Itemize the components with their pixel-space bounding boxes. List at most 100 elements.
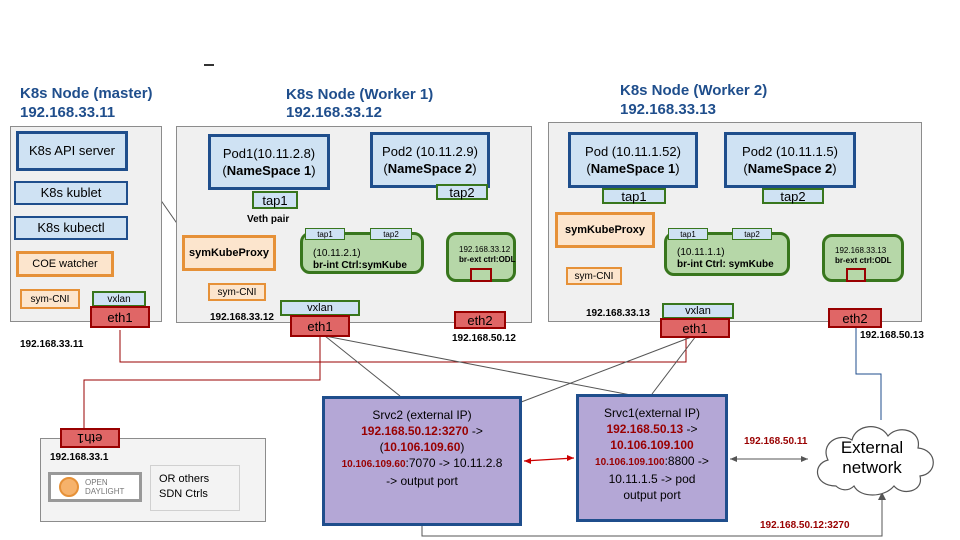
srvc2-output: -> output port	[386, 474, 458, 488]
worker1-pod1-namespace: NameSpace 1	[226, 163, 312, 178]
worker2-tap1: tap1	[602, 188, 666, 204]
srvc2-arrow: ->	[468, 424, 483, 438]
worker2-sym-cni-box: sym-CNI	[566, 267, 622, 285]
logo-daylight: DAYLIGHT	[85, 487, 125, 496]
srvc2-paren-open: (	[379, 440, 384, 454]
worker2-br-int-ip: (10.11.1.1)	[677, 247, 725, 258]
srvc2-title: Srvc2 (external IP)	[372, 408, 472, 422]
worker1-tap1: tap1	[252, 191, 298, 209]
worker2-pod1: Pod (10.11.1.52) (NameSpace 1)	[568, 132, 698, 188]
srvc1-external-ip: 192.168.50.13	[606, 422, 684, 436]
external-line2: network	[842, 458, 902, 477]
worker2-br-int-label: br-int Ctrl: symKube	[677, 259, 774, 270]
srvc2-target-rest: :7070 -> 10.11.2.8	[405, 456, 503, 470]
worker1-vxlan-box: vxlan	[280, 300, 360, 316]
srvc1-target-rest: :8800 ->	[664, 454, 709, 468]
worker2-br-ext-label: br-ext ctrl:ODL	[835, 256, 892, 265]
worker1-veth-pair-label: Veth pair	[247, 214, 290, 225]
other-sdn-ctrls-box: OR others SDN Ctrls	[150, 465, 240, 511]
worker2-br-tap1: tap1	[668, 228, 708, 240]
worker2-br-tap2: tap2	[732, 228, 772, 240]
worker1-br-tap2: tap2	[370, 228, 412, 240]
opendaylight-logo: OPEN DAYLIGHT	[48, 472, 142, 502]
worker2-br-ext-port	[846, 268, 866, 282]
worker2-pod2-ns-close: )	[832, 161, 837, 176]
worker1-br-ext-ip: 192.168.33.12	[459, 245, 511, 254]
worker2-pod2: Pod2 (10.11.1.5) (NameSpace 2)	[724, 132, 856, 188]
worker1-sym-cni-box: sym-CNI	[208, 283, 266, 301]
worker1-br-int-label: br-int Ctrl:symKube	[313, 260, 407, 271]
worker2-pod2-ip: Pod2 (10.11.1.5)	[742, 144, 838, 159]
sdn-eth1: eth1	[60, 428, 120, 448]
worker1-br-ext-label: br-ext ctrl:ODL	[459, 255, 516, 264]
srvc1-title: Srvc1(external IP)	[603, 406, 701, 420]
master-vxlan-box: vxlan	[92, 291, 146, 307]
worker2-ip: 192.168.33.13	[620, 101, 716, 118]
master-eth1: eth1	[90, 306, 150, 328]
worker1-pod1-ip: Pod1(10.11.2.8)	[222, 146, 316, 161]
srvc1-cluster-ip: 10.106.109.100	[610, 438, 694, 452]
worker2-pod1-ns-open: (	[586, 161, 591, 176]
sdn-ip: 192.168.33.1	[50, 452, 109, 463]
worker2-eth2-ip: 192.168.50.13	[860, 330, 924, 341]
worker2-eth1: eth1	[660, 318, 730, 338]
worker2-title: K8s Node (Worker 2)	[620, 82, 768, 99]
worker2-vxlan-box: vxlan	[662, 303, 734, 319]
external-network-cloud	[817, 426, 934, 496]
worker1-pod2-namespace-line: (NameSpace 2)	[383, 160, 476, 177]
worker2-pod1-namespace-line: (NameSpace 1)	[586, 160, 679, 177]
worker1-eth1: eth1	[290, 315, 350, 337]
worker1-symkubeproxy: symKubeProxy	[182, 235, 276, 271]
worker1-tap2: tap2	[436, 184, 488, 200]
master-ip: 192.168.33.11	[20, 104, 116, 121]
worker2-symkubeproxy: symKubeProxy	[555, 212, 655, 248]
worker1-ip: 192.168.33.12	[286, 104, 382, 121]
worker1-pod2: Pod2 (10.11.2.9) (NameSpace 2)	[370, 132, 490, 188]
srvc2-cluster-ip: 10.106.109.60	[383, 440, 461, 454]
srvc2-target-ip: 10.106.109.60	[341, 459, 406, 470]
master-title: K8s Node (master)	[20, 85, 153, 102]
logo-open: OPEN	[85, 478, 108, 487]
external-ip-label: 192.168.50.11	[744, 436, 808, 447]
worker2-pod2-namespace-line: (NameSpace 2)	[743, 160, 836, 177]
worker1-pod1-namespace-line: (NameSpace 1)	[222, 162, 315, 179]
worker2-tap2: tap2	[762, 188, 824, 204]
other-sdn-line2: SDN Ctrls	[159, 488, 208, 500]
worker1-br-int-ip: (10.11.2.1)	[313, 248, 361, 259]
srvc1-box: Srvc1(external IP) 192.168.50.13 -> 10.1…	[576, 394, 728, 522]
worker1-title: K8s Node (Worker 1)	[286, 86, 434, 103]
k8s-kubectl-box: K8s kubectl	[14, 216, 128, 240]
worker1-eth2-ip: 192.168.50.12	[452, 333, 516, 344]
external-line1: External	[840, 438, 904, 457]
worker1-pod1-ns-open: (	[222, 163, 227, 178]
master-eth1-ip: 192.168.33.11	[20, 339, 84, 350]
srvc2-external-ip: 192.168.50.12:3270	[361, 424, 469, 438]
srvc1-arrow: ->	[683, 422, 698, 436]
worker2-br-ext-ip: 192.168.33.13	[835, 246, 887, 255]
stray-mark	[204, 64, 214, 66]
worker1-pod2-namespace: NameSpace 2	[387, 161, 473, 176]
srvc2-paren-close: )	[460, 440, 465, 454]
worker2-pod1-namespace: NameSpace 1	[590, 161, 676, 176]
srvc2-box: Srvc2 (external IP) 192.168.50.12:3270 -…	[322, 396, 522, 526]
worker1-pod1-ns-close: )	[311, 163, 316, 178]
worker1-br-ext-port	[470, 268, 492, 282]
external-bottom-label: 192.168.50.12:3270	[760, 520, 850, 531]
srvc1-pod: 10.11.1.5 -> pod	[608, 472, 696, 486]
sun-icon	[59, 477, 79, 497]
worker2-pod2-namespace: NameSpace 2	[747, 161, 833, 176]
worker2-eth2: eth2	[828, 308, 882, 328]
master-sym-cni-box: sym-CNI	[20, 289, 80, 309]
worker1-pod2-ns-close: )	[472, 161, 477, 176]
k8s-api-server-box: K8s API server	[16, 131, 128, 171]
sdn-eth1-label: eth1	[77, 430, 103, 446]
worker2-pod2-ns-open: (	[743, 161, 748, 176]
worker1-eth2: eth2	[454, 311, 506, 329]
worker2-pod1-ip: Pod (10.11.1.52)	[585, 144, 681, 159]
k8s-kublet-box: K8s kublet	[14, 181, 128, 205]
external-network-label: External network	[836, 438, 908, 478]
other-sdn-line1: OR others	[159, 473, 210, 485]
coe-watcher-box: COE watcher	[16, 251, 114, 277]
worker1-pod2-ns-open: (	[383, 161, 388, 176]
srvc1-target-ip: 10.106.109.100	[595, 457, 665, 468]
